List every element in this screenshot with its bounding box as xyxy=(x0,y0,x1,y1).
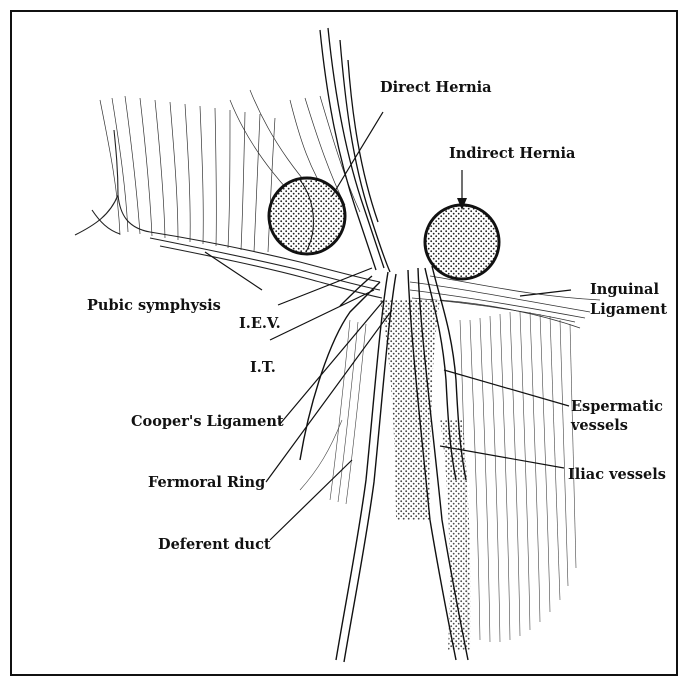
label-fermoral-ring: Fermoral Ring xyxy=(148,474,265,491)
deferent-duct-and-vessels xyxy=(300,266,468,662)
label-coopers-ligament: Cooper's Ligament xyxy=(131,413,284,430)
label-iev: I.E.V. xyxy=(239,315,281,332)
iliopsoas-fibres xyxy=(460,312,576,642)
label-espermatic-vessels-line2: vessels xyxy=(571,417,628,434)
direct-hernia-circle xyxy=(269,178,345,254)
label-direct-hernia: Direct Hernia xyxy=(380,79,492,96)
label-iliac-vessels: Iliac vessels xyxy=(568,466,666,483)
label-pubic-symphysis: Pubic symphysis xyxy=(87,297,221,314)
label-inguinal-ligament-line1: Inguinal xyxy=(590,281,659,298)
label-it: I.T. xyxy=(250,359,276,376)
label-inguinal-ligament-line2: Ligament xyxy=(590,301,667,318)
indirect-hernia-circle xyxy=(425,205,499,279)
label-espermatic-vessels-line1: Espermatic xyxy=(571,398,663,415)
label-indirect-hernia: Indirect Hernia xyxy=(449,145,575,162)
label-deferent-duct: Deferent duct xyxy=(158,536,271,553)
